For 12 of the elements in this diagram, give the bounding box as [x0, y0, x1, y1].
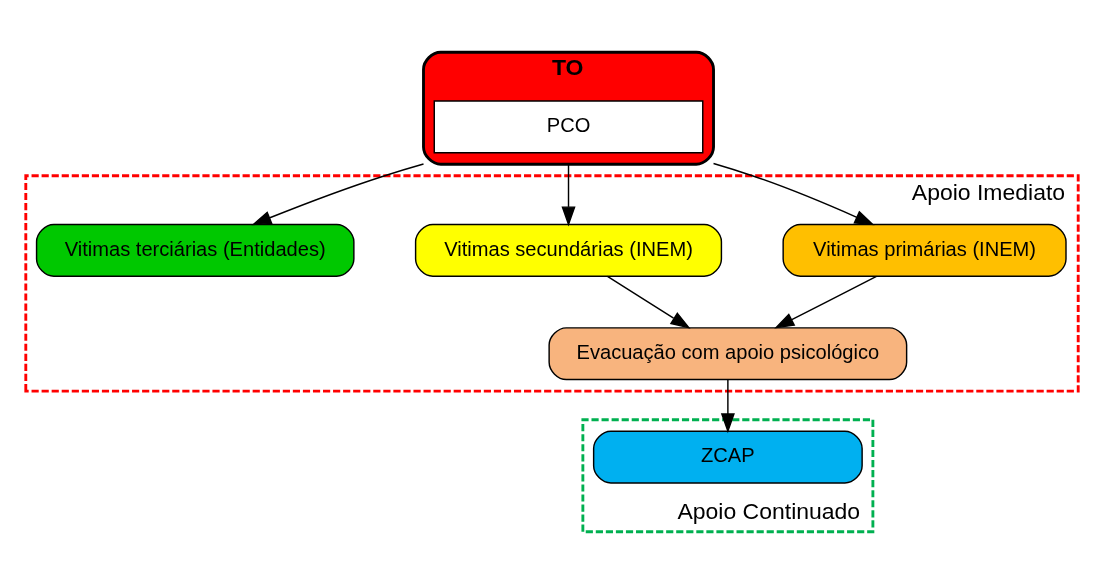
arrow — [561, 163, 576, 227]
arrow — [606, 275, 691, 329]
arrow — [712, 162, 875, 225]
node-box: Vitimas primárias (INEM) — [782, 223, 1067, 277]
node-box: Vitimas terciárias (Entidades) — [35, 223, 355, 277]
node-box: Vitimas secundárias (INEM) — [414, 223, 723, 277]
arrow — [251, 162, 425, 225]
node-box: Evacuação com apoio psicológico — [548, 326, 908, 380]
node-box: PCO — [433, 99, 704, 153]
arrow — [774, 275, 878, 329]
node-box: ZCAP — [592, 430, 863, 484]
arrow — [720, 378, 735, 433]
